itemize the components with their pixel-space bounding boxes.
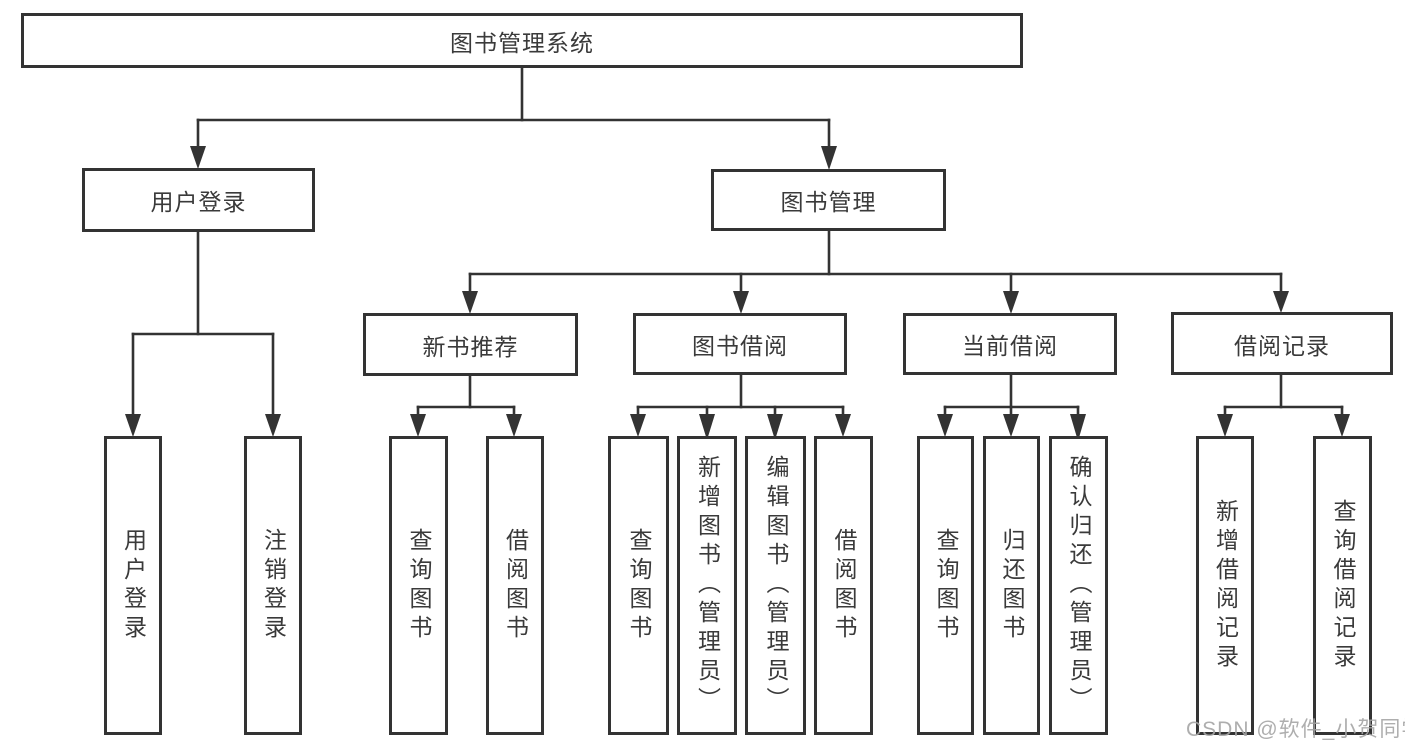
node-confirm-return-admin: 确认归还（管理员） [1049,436,1108,735]
node-book-management-module: 图书管理 [711,169,946,231]
node-book-borrowing: 图书借阅 [633,313,847,375]
node-label: 查询图书 [406,527,432,644]
node-library-management-system: 图书管理系统 [21,13,1023,68]
node-label: 当前借阅 [962,333,1058,359]
node-label: 注销登录 [260,527,287,644]
node-return-book: 归还图书 [983,436,1040,735]
node-label: 查询图书 [626,527,652,644]
node-label: 查询借阅记录 [1330,498,1356,673]
csdn-watermark: CSDN @软件_小贺同学 [1186,718,1405,741]
node-query-books-borrowing: 查询图书 [608,436,669,735]
node-borrow-books-recommend: 借阅图书 [486,436,544,735]
node-label: 编辑图书（管理员） [763,455,789,716]
node-label: 确认归还（管理员） [1066,455,1092,716]
node-new-book-recommendation: 新书推荐 [363,313,578,376]
node-edit-book-admin: 编辑图书（管理员） [745,436,806,735]
node-label: 查询图书 [933,527,959,644]
node-label: 图书管理系统 [450,29,594,56]
node-label: 新书推荐 [422,333,519,360]
node-label: 新增借阅记录 [1212,498,1239,673]
node-label: 归还图书 [999,527,1025,644]
node-current-borrowing: 当前借阅 [903,313,1117,375]
node-query-books-current: 查询图书 [917,436,974,735]
node-query-books-recommend: 查询图书 [389,436,448,735]
node-label: 借阅记录 [1234,332,1330,359]
node-borrowing-records: 借阅记录 [1171,312,1393,375]
node-label: 图书借阅 [692,333,788,359]
node-label: 图书管理 [780,189,877,215]
node-user-login-leaf: 用户登录 [104,436,162,735]
node-logout-leaf: 注销登录 [244,436,302,735]
node-user-login-module: 用户登录 [82,168,315,232]
node-label: 借阅图书 [502,527,529,644]
node-label: 用户登录 [120,527,147,644]
node-add-borrow-record: 新增借阅记录 [1196,436,1254,735]
node-borrow-books-borrowing: 借阅图书 [814,436,873,735]
node-query-borrow-record: 查询借阅记录 [1313,436,1372,735]
node-label: 新增图书（管理员） [694,455,721,716]
node-label: 借阅图书 [831,527,857,644]
node-label: 用户登录 [150,189,247,215]
node-add-book-admin: 新增图书（管理员） [677,436,737,735]
